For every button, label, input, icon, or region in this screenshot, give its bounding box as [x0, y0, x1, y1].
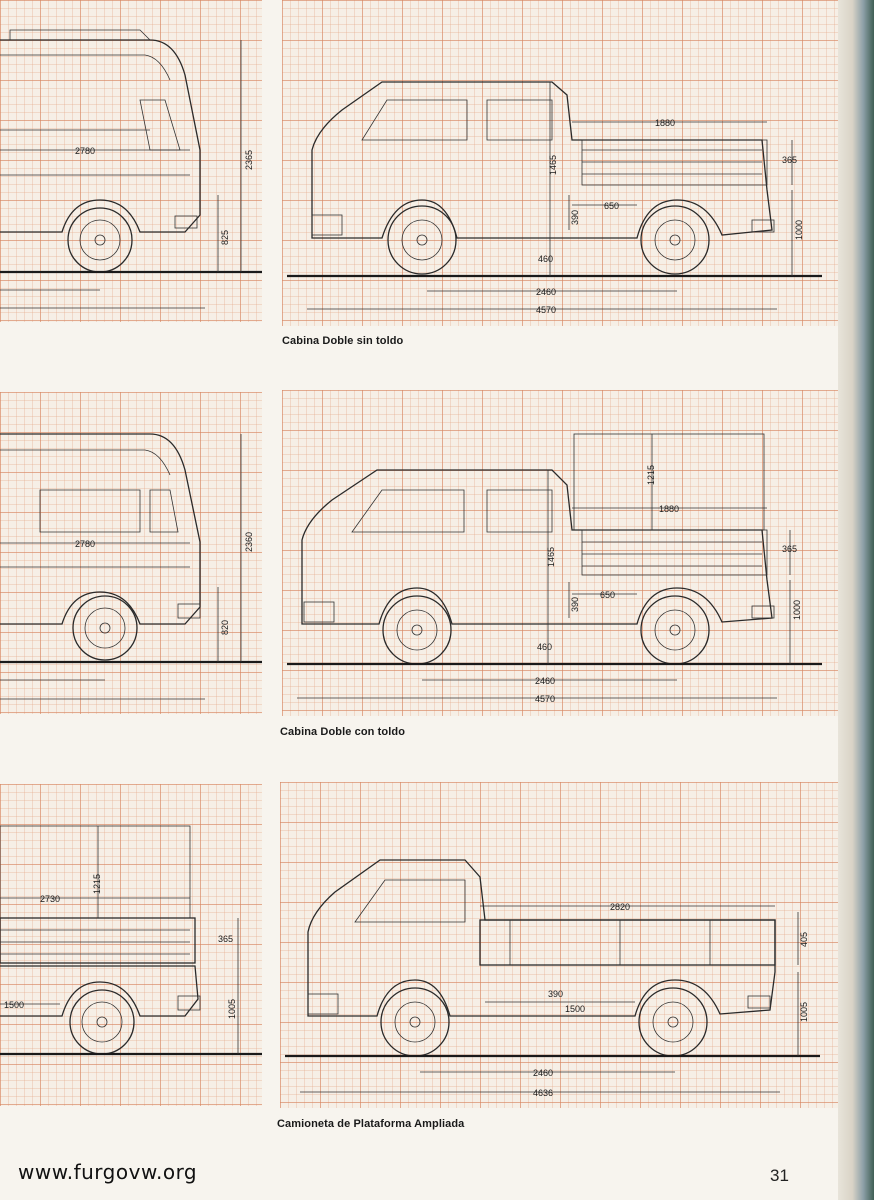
dim-canopy-height: 1215 — [92, 874, 102, 894]
dim-clearance: 460 — [537, 642, 552, 652]
dim-height: 2360 — [244, 532, 254, 552]
caption-row3: Camioneta de Plataforma Ampliada — [277, 1118, 465, 1130]
dim-length-inner: 2780 — [75, 146, 95, 156]
dim-cab-height: 1465 — [548, 155, 558, 175]
panel-row3-left-drawing: 1215 2730 365 1005 1500 — [0, 784, 262, 1106]
dim-canopy-height: 1215 — [646, 465, 656, 485]
dim-lower-height: 820 — [220, 620, 230, 635]
dim-overall-length: 4636 — [533, 1088, 553, 1098]
dim-overall-length: 4570 — [535, 694, 555, 704]
panel-row2-right-drawing: 1215 1880 365 1465 650 390 1000 460 2460… — [282, 390, 838, 716]
dim-overall-length: 4570 — [536, 305, 556, 315]
pickup-canopy-partial-side-view: 1215 2730 365 1005 1500 — [0, 825, 262, 1056]
dim-lower-height: 825 — [220, 230, 230, 245]
dim-bed-height: 365 — [782, 155, 797, 165]
dim-clearance: 460 — [538, 254, 553, 264]
dim-lower-height: 1005 — [227, 999, 237, 1019]
dim-bed-length: 2820 — [610, 902, 630, 912]
caption-row2: Cabina Doble con toldo — [280, 726, 406, 738]
pickup-extended-platform-side-view: 2820 405 390 1500 1005 2460 4636 — [285, 859, 820, 1098]
dim-bed-length: 1880 — [659, 504, 679, 514]
dim-length-inner: 2780 — [75, 539, 95, 549]
panel-row1-left-drawing: 2780 2365 825 — [0, 0, 262, 322]
dim-floor-height: 1005 — [799, 1002, 809, 1022]
dim-bed-height: 365 — [218, 934, 233, 944]
dim-step-height: 390 — [570, 597, 580, 612]
panel-row1-right-drawing: 1880 365 1465 650 390 1000 460 2460 4570 — [282, 0, 838, 326]
dim-floor-height: 1000 — [792, 600, 802, 620]
dim-bed-height: 405 — [799, 932, 809, 947]
dim-bed-height: 365 — [782, 544, 797, 554]
dim-step-width: 1500 — [565, 1004, 585, 1014]
van-high-roof-side-view: 2780 2365 825 — [0, 29, 262, 309]
dim-cab-height: 1465 — [546, 547, 556, 567]
dim-wheelbase: 2460 — [533, 1068, 553, 1078]
dim-step-width: 650 — [600, 590, 615, 600]
van-high-roof-side-view-2: 2780 2360 820 — [0, 433, 262, 700]
page-number: 31 — [770, 1166, 789, 1185]
dim-step-height: 390 — [570, 210, 580, 225]
double-cab-no-canopy-side-view: 1880 365 1465 650 390 1000 460 2460 4570 — [287, 81, 822, 315]
caption-row1: Cabina Doble sin toldo — [282, 335, 404, 347]
double-cab-with-canopy-side-view: 1215 1880 365 1465 650 390 1000 460 2460… — [287, 433, 822, 704]
site-watermark: www.furgovw.org — [18, 1160, 198, 1184]
dim-step-width: 650 — [604, 201, 619, 211]
panel-row3-right-drawing: 2820 405 390 1500 1005 2460 4636 — [280, 782, 838, 1108]
panel-row2-left-drawing: 2780 2360 820 — [0, 392, 262, 714]
page-edge-shadow — [838, 0, 874, 1200]
dim-wheelbase: 2460 — [535, 676, 555, 686]
dim-wheelbase: 2460 — [536, 287, 556, 297]
dim-floor-height: 1000 — [794, 220, 804, 240]
dim-step-height: 390 — [548, 989, 563, 999]
dim-height: 2365 — [244, 150, 254, 170]
dim-bed-length: 1880 — [655, 118, 675, 128]
dim-bed-length: 2730 — [40, 894, 60, 904]
dim-step-width: 1500 — [4, 1000, 24, 1010]
